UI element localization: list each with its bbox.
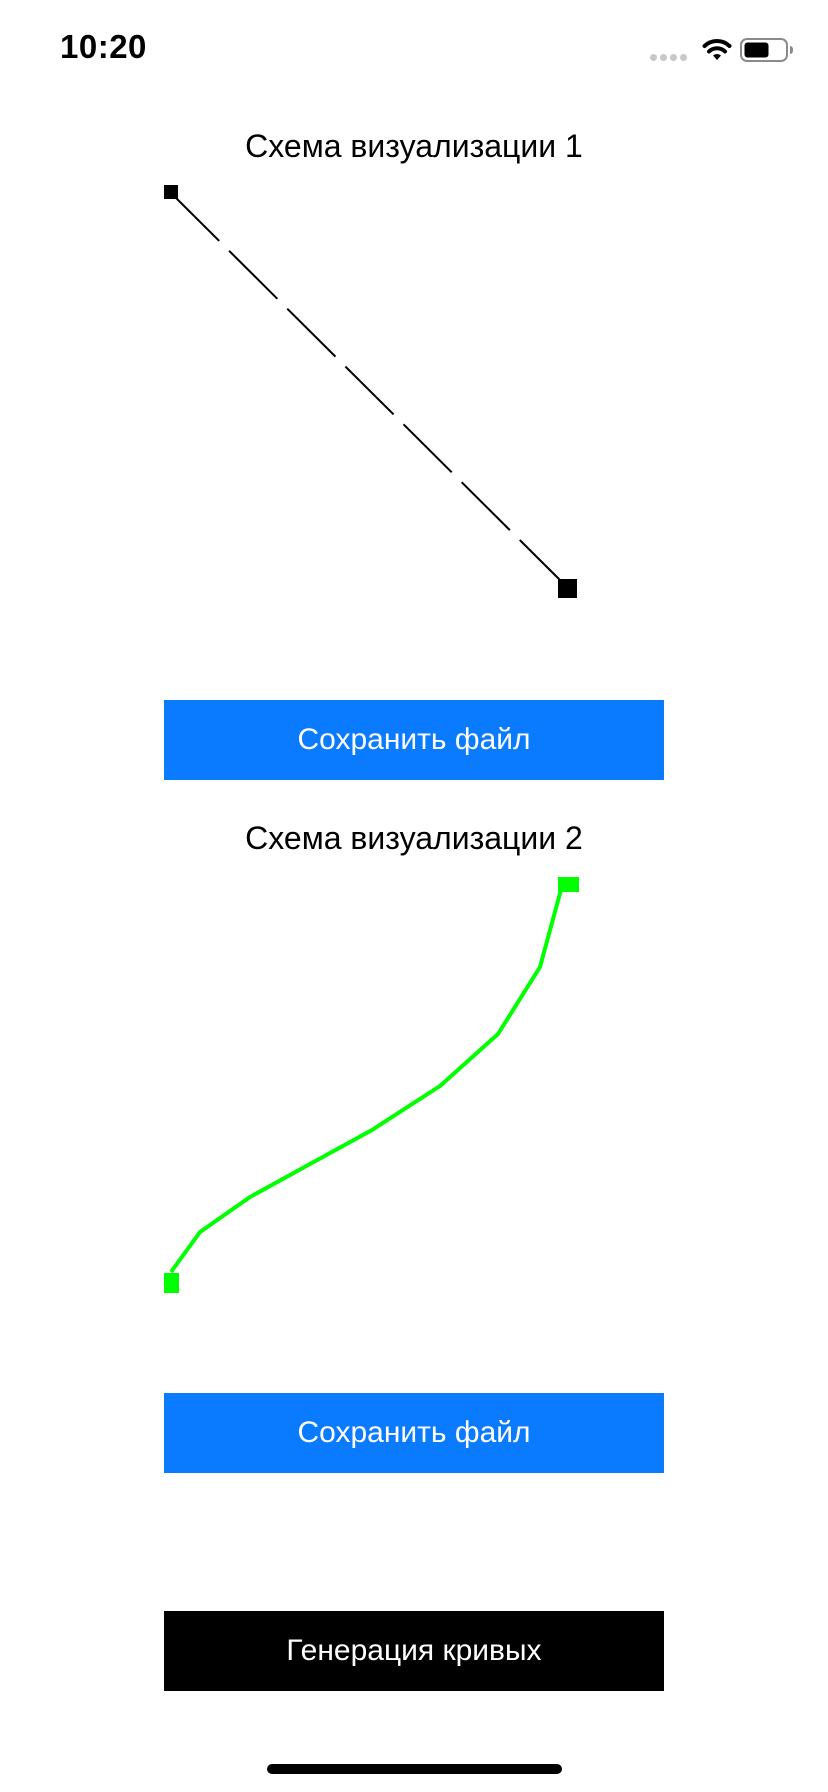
schema2-save-button[interactable]: Сохранить файл [164, 1393, 664, 1473]
status-icons [634, 34, 794, 66]
generate-curves-button[interactable]: Генерация кривых [164, 1611, 664, 1691]
schema2-green-curve [169, 885, 564, 1274]
schema1-plot [164, 185, 577, 598]
schema1-title: Схема визуализации 1 [245, 128, 583, 164]
status-time: 10:20 [60, 28, 147, 65]
battery-icon [740, 38, 793, 62]
schema2-start-point [164, 1273, 179, 1293]
schema2-plot [164, 877, 579, 1293]
signal-dots-icon [650, 54, 690, 64]
schema1-save-button[interactable]: Сохранить файл [164, 700, 664, 780]
wifi-icon [702, 38, 732, 60]
schema1-end-point [558, 579, 577, 598]
schema1-dashed-line [170, 192, 566, 586]
schema1-start-point [164, 185, 178, 199]
home-indicator [267, 1764, 562, 1774]
schema2-end-point [558, 877, 579, 892]
schema2-title: Схема визуализации 2 [245, 820, 583, 856]
